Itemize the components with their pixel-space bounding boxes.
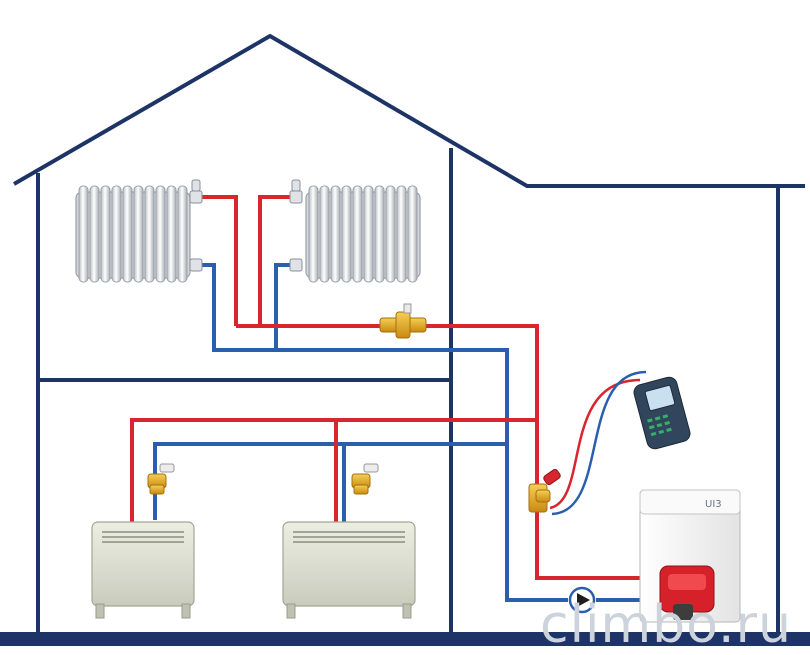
supply-pipe-radiator-right <box>258 195 290 326</box>
main-balancing-valve <box>528 468 561 513</box>
house-frame <box>12 34 805 636</box>
return-pipe-lower-main <box>153 442 507 520</box>
house-roof <box>12 34 805 188</box>
return-valve-left <box>189 258 203 272</box>
boiler-brand-mark: UI3 <box>705 499 722 510</box>
supply-pipe-radiator-left <box>200 195 238 326</box>
thermostatic-valve-right <box>289 190 303 204</box>
radiator-right <box>305 185 421 283</box>
pump-icon <box>568 586 596 614</box>
return-pipe-radiator-right <box>274 263 290 350</box>
convector-right <box>282 521 416 619</box>
convector-left <box>91 521 195 619</box>
boiler-icon <box>639 489 741 623</box>
ground-line <box>0 632 810 646</box>
convector-valve-right <box>351 463 379 495</box>
burner <box>659 565 715 620</box>
thermostatic-valve-left <box>189 190 203 204</box>
watermark: climbo.ru <box>540 595 792 655</box>
meter-hoses <box>549 370 647 516</box>
convector-valve-left <box>147 463 175 495</box>
radiator-left <box>75 185 191 283</box>
balancing-valve-icon <box>379 303 427 339</box>
return-pipe-radiator-left <box>200 263 568 602</box>
supply-pipe-lower-main <box>130 418 537 524</box>
return-pipes <box>153 263 640 602</box>
radiator-valves <box>189 179 303 272</box>
return-valve-right <box>289 258 303 272</box>
flow-meter-icon <box>633 376 691 450</box>
